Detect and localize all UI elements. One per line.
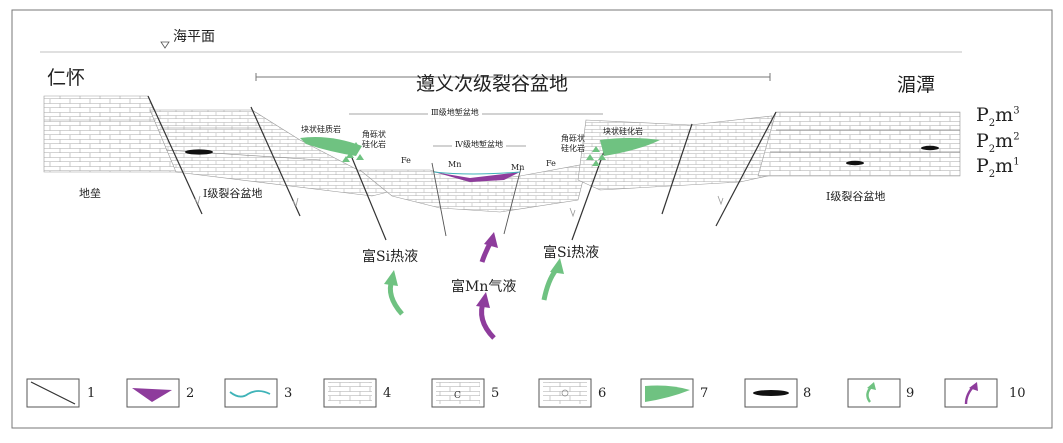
fault-left-3 bbox=[349, 152, 387, 241]
basin-i-left-label: Ⅰ级裂谷盆地 bbox=[203, 187, 263, 200]
stratum-label-top: P2m3 bbox=[976, 104, 1020, 129]
breccia-right bbox=[586, 142, 612, 166]
siliceous-rock-icon bbox=[645, 385, 690, 402]
horst-block bbox=[43, 95, 179, 173]
breccia-left bbox=[340, 142, 364, 162]
main-basin-label: 遵义次级裂谷盆地 bbox=[416, 73, 569, 95]
legend-number-1: 1 bbox=[87, 386, 96, 401]
silicified-rock-label: 块状硅化岩 bbox=[603, 127, 643, 136]
si-fluid-right-label: 富Si热液 bbox=[543, 245, 600, 261]
lens-body-right-1 bbox=[846, 160, 864, 166]
legend-number-4: 4 bbox=[383, 386, 392, 401]
fault-line-icon bbox=[30, 381, 76, 405]
mn-left-label: Mn bbox=[448, 160, 462, 169]
fault-left-2 bbox=[250, 106, 301, 217]
right-block bbox=[757, 111, 961, 177]
basin-iii-label: Ⅲ级地堑盆地 bbox=[428, 107, 482, 118]
mn-ore-body-icon bbox=[132, 388, 172, 402]
si-fluid-left-label: 富Si热液 bbox=[362, 249, 419, 265]
calcareous-icon bbox=[436, 382, 480, 404]
breccia-left-label: 角砾状 硅化岩 bbox=[362, 130, 386, 149]
legend-number-7: 7 bbox=[700, 386, 709, 401]
legend-number-2: 2 bbox=[186, 386, 195, 401]
siliceous-rock-body-right bbox=[600, 138, 660, 156]
frame-border bbox=[11, 9, 1053, 429]
siliceous-rock-label: 块状硅质岩 bbox=[301, 125, 341, 134]
right-basin-strata bbox=[577, 115, 773, 191]
fault-right-1 bbox=[715, 111, 777, 227]
mn-gas-label: 富Mn气液 bbox=[451, 279, 517, 295]
legend-box-10 bbox=[944, 378, 998, 408]
fault-right-4 bbox=[503, 167, 522, 235]
horst-label: 地垒 bbox=[79, 187, 101, 200]
fault-right-3 bbox=[571, 145, 607, 241]
legend-number-5: 5 bbox=[491, 386, 500, 401]
legend-number-8: 8 bbox=[803, 386, 812, 401]
fe-left-label: Fe bbox=[401, 156, 411, 165]
legend bbox=[26, 378, 998, 408]
fault-right-2 bbox=[661, 123, 693, 215]
fault-left-1 bbox=[147, 95, 203, 215]
legend-number-6: 6 bbox=[598, 386, 607, 401]
svg-text:C: C bbox=[454, 391, 461, 401]
breccia-right-label: 角砾状 硅化岩 bbox=[561, 134, 585, 153]
stratum-label-bottom: P2m1 bbox=[976, 155, 1020, 180]
fault-left-4 bbox=[431, 162, 447, 237]
limestone-icon bbox=[328, 382, 372, 404]
siliceous-nodule-icon bbox=[543, 382, 587, 404]
legend-number-9: 9 bbox=[906, 386, 915, 401]
basin-i-right-label: Ⅰ级裂谷盆地 bbox=[826, 190, 886, 203]
left-place-label: 仁怀 bbox=[47, 67, 86, 89]
fe-right-label: Fe bbox=[546, 159, 556, 168]
lens-body-right-2 bbox=[921, 145, 939, 151]
si-fluid-arrow-right bbox=[541, 268, 559, 301]
sea-level-label: 海平面 bbox=[173, 29, 215, 45]
central-trough-strata bbox=[359, 164, 587, 213]
lens-body-icon bbox=[753, 390, 789, 396]
mn-right-label: Mn bbox=[511, 163, 525, 172]
unconformity-line-icon bbox=[229, 390, 271, 398]
sea-level-marker-icon bbox=[160, 41, 170, 49]
stratum-label-middle: P2m2 bbox=[976, 130, 1020, 155]
mn-ore-body bbox=[434, 172, 520, 182]
right-place-label: 湄潭 bbox=[897, 74, 936, 96]
basin-iv-label: Ⅳ级地堑盆地 bbox=[452, 139, 506, 150]
legend-number-10: 10 bbox=[1009, 386, 1026, 401]
lens-body-left bbox=[185, 149, 213, 155]
legend-number-3: 3 bbox=[284, 386, 293, 401]
